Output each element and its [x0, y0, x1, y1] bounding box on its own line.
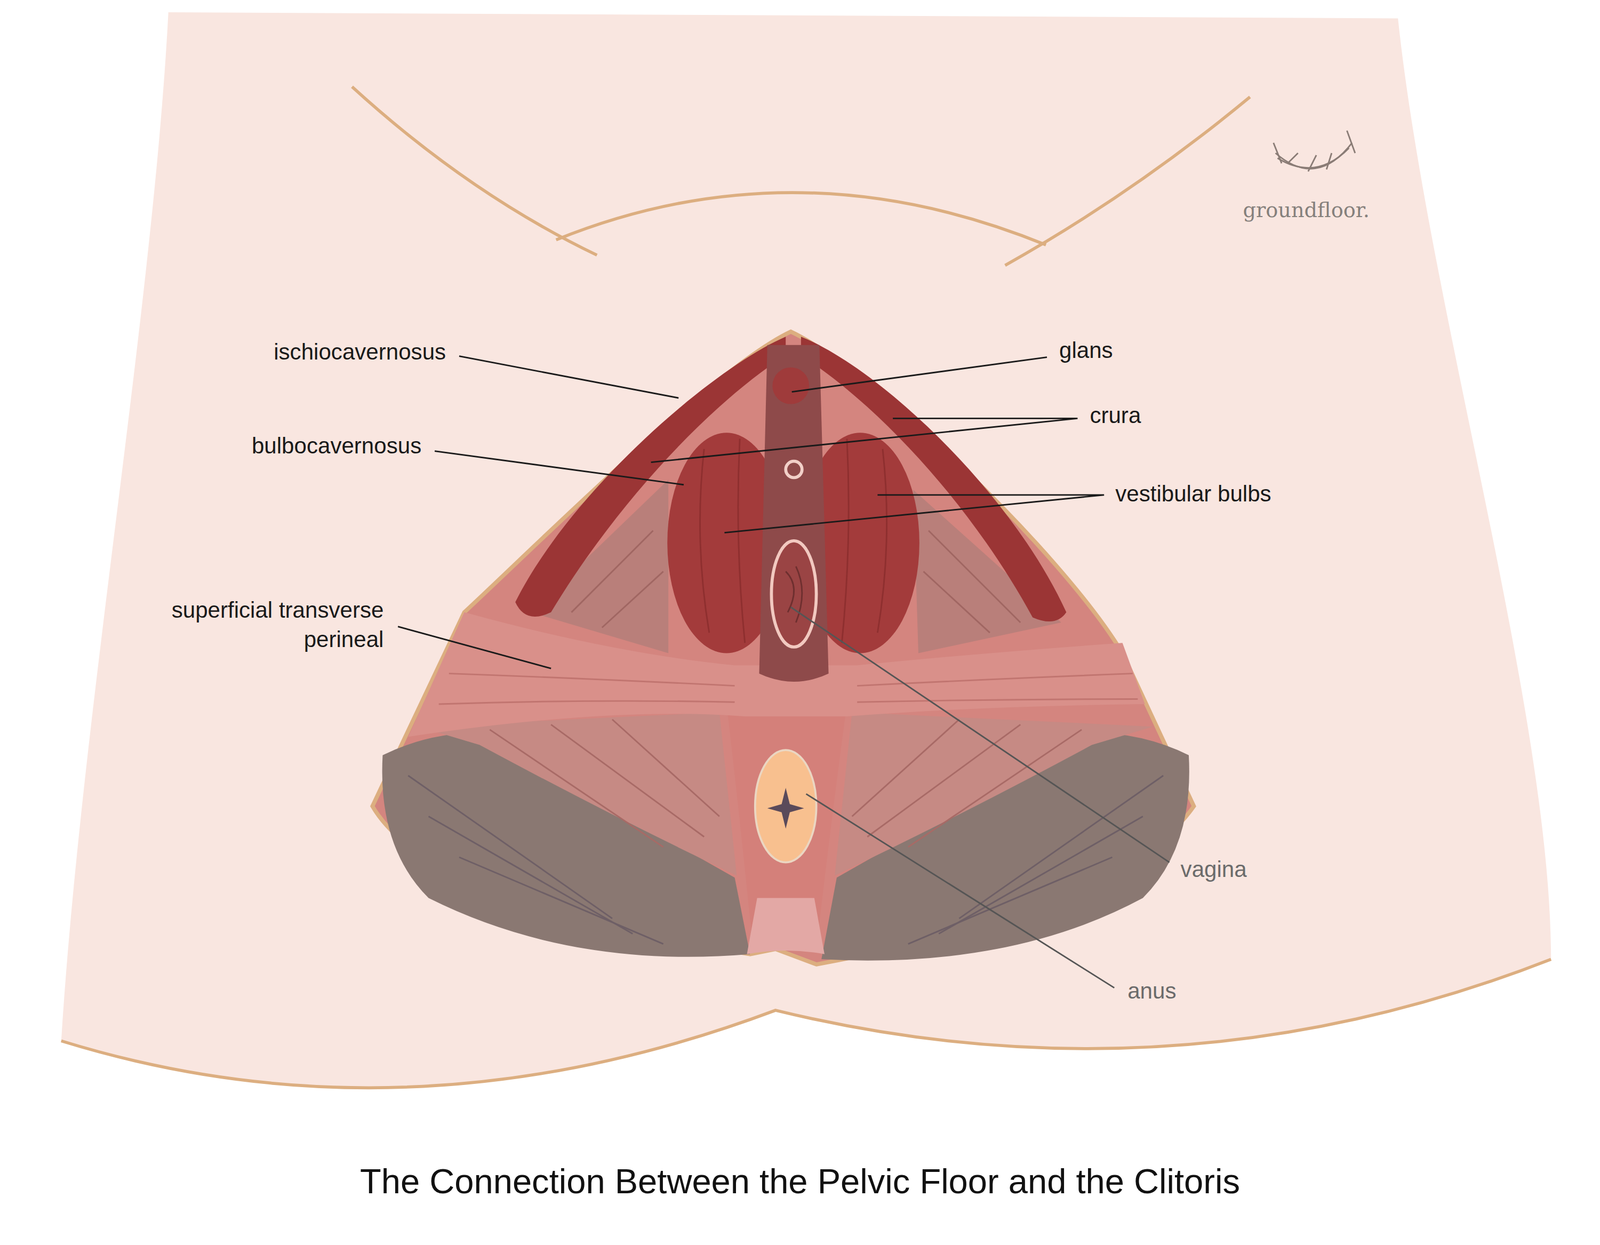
crease-line: [1005, 97, 1251, 266]
part-label: ischiocavernosus: [273, 337, 446, 367]
vaginal-opening: [771, 540, 816, 647]
part-label: anus: [1127, 976, 1176, 1006]
anus-symbol: [767, 787, 805, 829]
leader-line: [790, 606, 1170, 988]
crease-line: [352, 86, 597, 256]
watermark: groundfloor.: [1242, 196, 1370, 224]
anus: [755, 749, 817, 862]
caption: The Connection Between the Pelvic Floor …: [0, 1158, 1600, 1205]
fibre-lines: [785, 566, 803, 623]
levator-ani: [834, 712, 1154, 876]
part-label: vestibular bulbs: [1115, 479, 1271, 509]
body-outline: [61, 958, 1551, 1088]
logo-icon: [1273, 130, 1356, 172]
part-label: bulbocavernosus: [251, 431, 422, 461]
part-label: superficial transverse perineal: [116, 595, 384, 654]
leader-line: [397, 356, 1104, 669]
urethral-opening: [785, 461, 803, 478]
vestibule: [758, 345, 829, 682]
anococcygeal-ligament: [747, 898, 825, 955]
glans: [772, 367, 810, 405]
part-label: vagina: [1180, 854, 1247, 885]
body-shape: [61, 12, 1551, 1088]
part-label: glans: [1059, 336, 1114, 366]
crease-line: [556, 192, 1046, 245]
levator-ani: [418, 712, 737, 876]
part-label: crura: [1089, 401, 1141, 431]
pelvic-floor-region: [372, 331, 1194, 965]
